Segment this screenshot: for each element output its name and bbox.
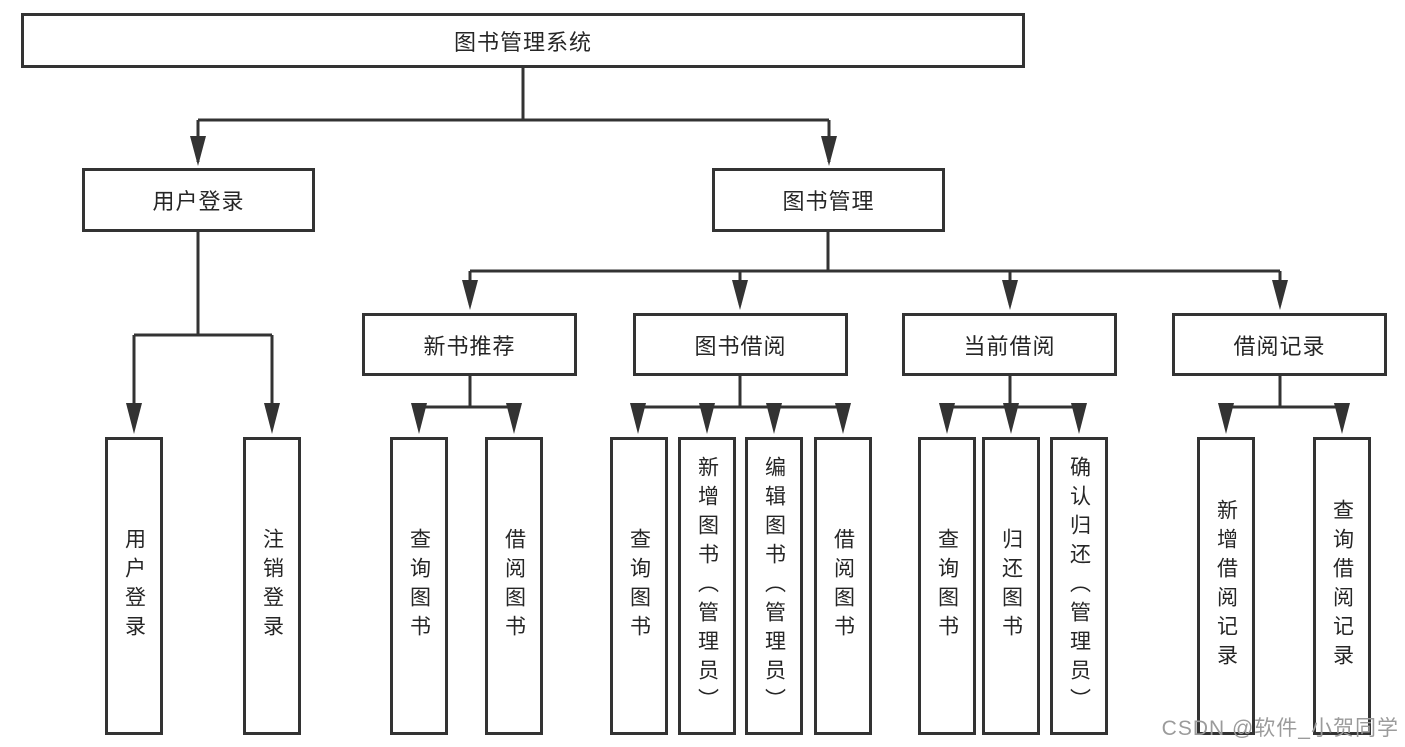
leaf-add-borrow-record: 新增借阅记录 — [1197, 437, 1255, 735]
csdn-watermark: CSDN @软件_小贺同学 — [1161, 717, 1399, 740]
leaf-add-books-admin: 新增图书（管理员） — [678, 437, 736, 735]
leaf-borrow-query-books: 查询图书 — [610, 437, 668, 735]
leaf-logout: 注销登录 — [243, 437, 301, 735]
leaf-return-books: 归还图书 — [982, 437, 1040, 735]
node-book-borrow: 图书借阅 — [633, 313, 848, 376]
leaf-user-login: 用户登录 — [105, 437, 163, 735]
leaf-confirm-return-admin: 确认归还（管理员） — [1050, 437, 1108, 735]
leaf-query-borrow-record-label: 查询借阅记录 — [1330, 499, 1354, 673]
leaf-borrow-books-label: 借阅图书 — [831, 528, 855, 644]
node-new-book-rec: 新书推荐 — [362, 313, 577, 376]
node-borrow-records-label: 借阅记录 — [1233, 333, 1326, 359]
edge-book-borrow-children — [630, 375, 851, 434]
edge-borrow-records-children — [1218, 375, 1350, 434]
leaf-return-books-label: 归还图书 — [999, 528, 1023, 644]
node-book-mgmt: 图书管理 — [712, 168, 945, 232]
node-root: 图书管理系统 — [21, 13, 1025, 68]
leaf-add-books-admin-label: 新增图书（管理员） — [695, 455, 719, 717]
node-book-mgmt-label: 图书管理 — [782, 189, 875, 214]
leaf-current-query-books: 查询图书 — [918, 437, 976, 735]
leaf-rec-query-books-label: 查询图书 — [407, 528, 431, 644]
leaf-edit-books-admin-label: 编辑图书（管理员） — [762, 455, 786, 717]
leaf-add-borrow-record-label: 新增借阅记录 — [1214, 499, 1238, 673]
leaf-user-login-label: 用户登录 — [122, 528, 146, 644]
node-current-borrow: 当前借阅 — [902, 313, 1117, 376]
edge-user-login-children — [126, 231, 280, 434]
node-borrow-records: 借阅记录 — [1172, 313, 1387, 376]
leaf-query-borrow-record: 查询借阅记录 — [1313, 437, 1371, 735]
leaf-borrow-books: 借阅图书 — [814, 437, 872, 735]
leaf-logout-label: 注销登录 — [260, 528, 284, 644]
node-new-book-rec-label: 新书推荐 — [423, 333, 516, 359]
node-book-borrow-label: 图书借阅 — [694, 333, 787, 359]
node-current-borrow-label: 当前借阅 — [963, 333, 1056, 359]
edge-current-borrow-children — [939, 375, 1087, 434]
node-root-label: 图书管理系统 — [453, 29, 592, 55]
leaf-rec-query-books: 查询图书 — [390, 437, 448, 735]
edge-book-mgmt-to-level3 — [462, 231, 1288, 310]
edge-new-book-rec-children — [411, 375, 522, 434]
leaf-confirm-return-admin-label: 确认归还（管理员） — [1067, 455, 1091, 717]
leaf-current-query-books-label: 查询图书 — [935, 528, 959, 644]
leaf-rec-borrow-books: 借阅图书 — [485, 437, 543, 735]
node-user-login: 用户登录 — [82, 168, 315, 232]
leaf-edit-books-admin: 编辑图书（管理员） — [745, 437, 803, 735]
leaf-rec-borrow-books-label: 借阅图书 — [502, 528, 526, 644]
leaf-borrow-query-books-label: 查询图书 — [627, 528, 651, 644]
node-user-login-label: 用户登录 — [152, 189, 245, 214]
edge-root-to-level2 — [190, 68, 837, 166]
